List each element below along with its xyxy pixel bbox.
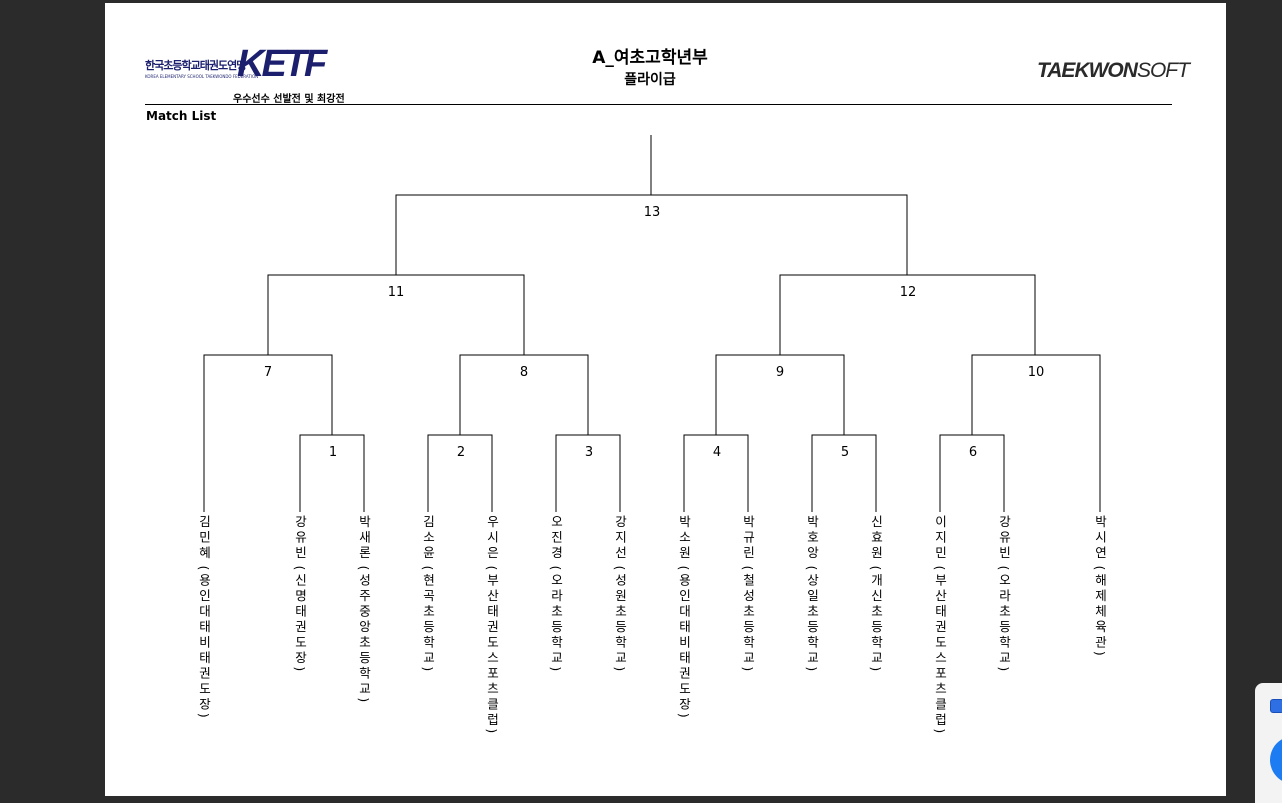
player-club: (해제체육관) [1092,565,1108,659]
match-11-bracket [267,274,525,355]
federation-name: 한국초등학교태권도연맹 [145,59,246,72]
player-club: (상일초등학교) [804,565,820,675]
match-number-7: 7 [264,365,272,380]
player-name: 박시연 [1092,515,1108,562]
match-4-bracket [683,434,749,512]
player-entry: 박새론 (성주중앙초등학교) [356,515,372,706]
match-number-1: 1 [329,445,337,460]
match-number-12: 12 [900,285,917,300]
header-rule [145,104,1172,105]
bracket-page: 한국초등학교태권도연맹 KOREA ELEMENTARY SCHOOL TAEK… [105,3,1226,796]
match-7-bracket [203,354,333,512]
player-entry: 박시연 (해제체육관) [1092,515,1108,659]
player-name: 박규린 [740,515,756,562]
match-5-bracket [811,434,877,512]
match-number-8: 8 [520,365,528,380]
player-club: (용인대태비태권도장) [676,565,692,721]
player-entry: 오진경 (오라초등학교) [548,515,564,675]
match-number-4: 4 [713,445,721,460]
player-entry: 김민혜 (용인대태비태권도장) [196,515,212,721]
bracket-lines: 1 2 3 4 5 6 7 8 9 10 11 12 13 [203,135,1101,512]
match-9-bracket [715,354,845,435]
match-6-bracket [939,434,1005,512]
weight-class: 플라이급 [624,72,676,88]
player-club: (철성초등학교) [740,565,756,675]
player-name: 신효원 [868,515,884,562]
player-name: 김소윤 [420,515,436,562]
match-number-6: 6 [969,445,977,460]
player-entry: 강유빈 (신명태권도장) [292,515,308,675]
match-number-5: 5 [841,445,849,460]
match-3-bracket [555,434,621,512]
player-name: 박소원 [676,515,692,562]
brand-light: SOFT [1136,59,1190,82]
player-club: (부산태권도스포츠클럽) [932,565,948,737]
assistant-icon[interactable] [1270,736,1282,784]
player-name: 우시은 [484,515,500,562]
federation-logo: 한국초등학교태권도연맹 KOREA ELEMENTARY SCHOOL TAEK… [145,39,365,109]
match-2-bracket [427,434,493,512]
match-number-2: 2 [457,445,465,460]
player-club: (신명태권도장) [292,565,308,675]
player-entry: 신효원 (개신초등학교) [868,515,884,675]
section-label: Match List [146,109,217,123]
federation-name-en: KOREA ELEMENTARY SCHOOL TAEKWONDO FEDERA… [145,74,259,79]
match-12-bracket [779,274,1036,355]
player-name: 이지민 [932,515,948,562]
player-entry: 박호앙 (상일초등학교) [804,515,820,675]
division-title: A_여초고학년부 [592,48,708,68]
player-name: 김민혜 [196,515,212,562]
player-club: (용인대태비태권도장) [196,565,212,721]
player-entry: 강지선 (성원초등학교) [612,515,628,675]
match-number-13: 13 [644,205,661,220]
match-10-bracket [971,354,1101,512]
brand-bold: TAEKWON [1037,59,1138,82]
player-name: 박새론 [356,515,372,562]
match-1-bracket [299,434,365,512]
player-club: (오라초등학교) [548,565,564,675]
match-number-9: 9 [776,365,784,380]
match-number-11: 11 [388,285,405,300]
player-entry: 김소윤 (현곡초등학교) [420,515,436,675]
match-number-3: 3 [585,445,593,460]
match-13-bracket [395,194,908,275]
player-entry: 강유빈 (오라초등학교) [996,515,1012,675]
event-name: 우수선수 선발전 및 최강전 [233,94,345,105]
player-entry: 이지민 (부산태권도스포츠클럽) [932,515,948,737]
taekwonsoft-logo: TAEKWONSOFT [1037,59,1190,83]
match-number-10: 10 [1028,365,1045,380]
player-club: (현곡초등학교) [420,565,436,675]
player-club: (성주중앙초등학교) [356,565,372,706]
player-entry: 박소원 (용인대태비태권도장) [676,515,692,721]
player-club: (부산태권도스포츠클럽) [484,565,500,737]
player-entry: 박규린 (철성초등학교) [740,515,756,675]
ketf-logo-mark: KETF [237,43,327,85]
player-entry: 우시은 (부산태권도스포츠클럽) [484,515,500,737]
player-name: 박호앙 [804,515,820,562]
floating-side-widget[interactable] [1255,683,1282,803]
player-name: 오진경 [548,515,564,562]
player-club: (성원초등학교) [612,565,628,675]
player-name: 강지선 [612,515,628,562]
match-8-bracket [459,354,589,435]
player-club: (개신초등학교) [868,565,884,675]
player-club: (오라초등학교) [996,565,1012,675]
translate-icon[interactable] [1270,699,1282,713]
player-name: 강유빈 [996,515,1012,562]
player-name: 강유빈 [292,515,308,562]
